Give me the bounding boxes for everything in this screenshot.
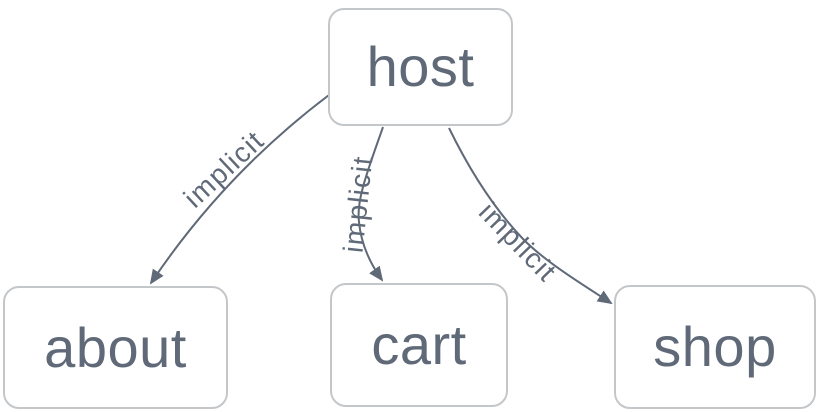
node-cart[interactable]: cart (330, 283, 508, 407)
node-about[interactable]: about (3, 286, 228, 409)
edge-path-host-shop (448, 127, 613, 305)
node-host-label: host (366, 35, 475, 98)
node-shop-label: shop (653, 315, 777, 378)
edge-host-about: implicit (149, 94, 330, 285)
edge-host-shop: implicit (448, 127, 613, 305)
node-shop[interactable]: shop (614, 285, 816, 409)
edge-label-host-about: implicit (178, 124, 270, 213)
node-host[interactable]: host (328, 8, 513, 126)
node-cart-label: cart (371, 313, 467, 376)
edge-host-cart: implicit (337, 126, 384, 282)
node-about-label: about (44, 315, 187, 379)
edge-path-host-about (149, 94, 330, 285)
edge-label-host-cart: implicit (337, 154, 378, 254)
edge-path-host-cart (357, 126, 384, 282)
edge-label-host-shop: implicit (473, 196, 563, 288)
